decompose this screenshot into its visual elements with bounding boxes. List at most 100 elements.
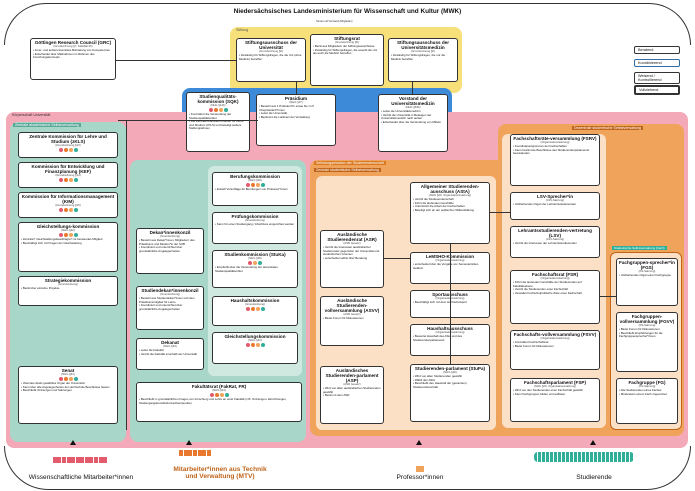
fsr-title: Fachschaftsrat (FSR) xyxy=(531,272,579,277)
strategie-item: Berät über einzelne Projekte xyxy=(21,286,115,290)
sqk-item: Kontrolliert die Verwendung der Studienq… xyxy=(189,113,247,120)
dekanat-item: Vertritt die Fakultät innerhalb der Univ… xyxy=(139,352,201,356)
fsr-box[interactable]: Fachschaftsrat (FSR) (Organisationssatzu… xyxy=(510,270,600,324)
asr-box[interactable]: Ausländische Studierendenrat (ASR) (ASR … xyxy=(320,230,384,288)
dekan-konzil-box[interactable]: Dekan*innenkonzil (Grundordnung) Besteht… xyxy=(136,228,204,274)
dekanat-box[interactable]: Dekanat (NHG §43) Leitet die FakultätVer… xyxy=(136,338,204,370)
kef-box[interactable]: Kommission für Entwicklung und Finanzpla… xyxy=(18,162,118,188)
mtv-icons xyxy=(166,448,224,456)
stupa-item: Beschließt den Haushalt der (gesamten) S… xyxy=(413,381,487,389)
asp-item: Berät mit dem ASR xyxy=(323,393,381,397)
haushalt-fak-box[interactable]: Haushaltskommission (Grundordnung) xyxy=(212,296,298,326)
connector-line xyxy=(450,244,451,364)
sport-sub: (Organisationssatzung) xyxy=(413,296,487,300)
lsv-sprecher-title: LSV-Sprecher*in xyxy=(537,194,573,199)
sa-med-item: Zuständig für Stiftungsfragen, die nur d… xyxy=(391,54,455,61)
asp-box[interactable]: Ausländisches Studierenden-parlament (AS… xyxy=(320,366,384,424)
senat-item: Kann über alle Angelegenheiten der Hochs… xyxy=(21,385,115,389)
lsv-box[interactable]: Lehramtsstudierenden-vertretung (LSV) (L… xyxy=(510,226,600,258)
gleichstellung-title: Gleichstellungs-kommission xyxy=(36,224,100,229)
strategie-title: Strategiekommission xyxy=(44,278,92,283)
fgvv-box[interactable]: Fachgruppen-vollversammlung (FGVV) (FS-S… xyxy=(616,312,678,372)
vorstand-box[interactable]: Vorstand der Universitätsmedizin (NHG §6… xyxy=(378,94,448,152)
fsrv-box[interactable]: Fachschaftsräte-versammlung (FSRV) (Orga… xyxy=(510,134,600,186)
lsv-sprecher-box[interactable]: LSV-Sprecher*in (LSV-Satzung) Vollziehen… xyxy=(510,192,600,220)
legend-vollziehend: Vollziehend xyxy=(634,85,680,95)
fgs-box[interactable]: Fachgruppen-sprecher*in (FGS) (FS-Satzun… xyxy=(616,258,678,306)
legend-koordinierend: Koordinierend xyxy=(634,59,680,67)
grc-item: Entscheidet über Maßnahmen im Rahmen des… xyxy=(33,52,113,60)
koerperschaft-label: Körperschaft Universität xyxy=(12,113,51,117)
asvv-title: Ausländische Studierenden-vollversammlun… xyxy=(324,298,380,314)
pruefung-sub: (Grundordnung) xyxy=(245,218,265,223)
stupa-box[interactable]: Studierenden-parlament (StuPa) (NHG §20)… xyxy=(410,364,490,422)
studiendekan-sub: (Grundordnung) xyxy=(160,292,180,297)
fakrat-sub: (NHG §44) xyxy=(212,388,226,393)
sport-item: Beschäftigt sich mit dem Hochschulsport xyxy=(413,300,487,304)
sa-uni-box[interactable]: Stiftungsausschuss der Universität (Grun… xyxy=(236,38,306,82)
fsvv-item: Kontrolliert Fachschaftsrat xyxy=(513,340,597,344)
kim-box[interactable]: Kommission für Informationsmanagement (K… xyxy=(18,192,118,218)
fsp-sub: (NHG §20, Organisationssatzung) xyxy=(533,384,577,389)
stupa-sub: (NHG §20) xyxy=(443,370,457,375)
asvv-sub: (ASR Gesetz) xyxy=(343,312,361,317)
ministry-title: Niedersächsisches Landesministerium für … xyxy=(233,8,462,15)
sa-uni-item: Zuständig für Stiftungsfragen, die die U… xyxy=(239,54,303,61)
fsp-item: Wird von den Studierenden einer Fachscha… xyxy=(513,388,597,392)
gleichst-fak-title: Gleichstellungskommission xyxy=(224,334,286,339)
fg-title: Fachgruppe (FG) xyxy=(628,380,666,385)
studiendekan-box[interactable]: Studiendekan*innenkonzil (Grundordnung) … xyxy=(136,286,204,330)
gleichst-fak-box[interactable]: Gleichstellungskommission (NHG §42) xyxy=(212,332,298,364)
praesidium-box[interactable]: Präsidium (NHG §37) Besteht aus 1 Präsid… xyxy=(256,94,336,146)
studika-sub: (NHG §45) xyxy=(248,256,262,261)
connector-line xyxy=(296,82,297,94)
asvv-box[interactable]: Ausländische Studierenden-vollversammlun… xyxy=(320,296,384,346)
gleichstellung-item: Zentrale*r Gleichstellungsbeauftragte*r … xyxy=(21,237,115,241)
fsvv-box[interactable]: Fachschafts-vollversammlung (FSVV) (Orga… xyxy=(510,330,600,370)
dekanat-sub: (NHG §43) xyxy=(163,344,177,349)
asta-box[interactable]: Allgemeiner Studierenden-ausschuss (AStA… xyxy=(410,182,490,244)
fakrat-title: Fakultätsrat (FakRat, FR) xyxy=(191,384,247,389)
praesidium-sub: (NHG §37) xyxy=(289,100,303,105)
stiftungsrat-item: Zuständig für Stiftungsfragen, die sowoh… xyxy=(313,48,381,56)
fsr-sub: (Organisationssatzung) xyxy=(540,276,570,281)
fakrat-box[interactable]: Fakultätsrat (FakRat, FR) (NHG §44) Besc… xyxy=(136,382,302,422)
gleichstellung-sub: (NHG §42) xyxy=(61,228,75,233)
fg-item: Mindestens einem Fach zugeordnet xyxy=(619,392,675,396)
sa-med-title: Stiftungsausschuss der Universitätsmediz… xyxy=(396,40,450,51)
footer-mtv: Mitarbeiter*innen aus Technik und Verwal… xyxy=(173,466,267,480)
wimi-icons xyxy=(34,455,126,463)
sqk-box[interactable]: Studienqualitäts-kommission (SQK) (NHG §… xyxy=(186,92,250,152)
fg-item: Alle Studierenden eines Faches xyxy=(619,388,675,392)
asta-sub: (NHG §20, Organisationssatzung) xyxy=(428,193,472,198)
grc-box[interactable]: Göttingen Research Council (GRC) (Grundo… xyxy=(30,38,116,80)
fsrv-item: Kann bestimmte Beschlüsse des Studierend… xyxy=(513,148,597,156)
stupa-item: Wählt den AStA xyxy=(413,378,487,382)
asvv-item: Bietet Forum für Diskussionen xyxy=(323,316,381,320)
decentral-label: Dezentrale studentische Selbstverwaltung xyxy=(572,126,643,130)
praesidium-title: Präsidium xyxy=(284,96,308,101)
sa-uni-title: Stiftungsausschuss der Universität xyxy=(244,40,298,51)
berufung-member-dots xyxy=(215,183,295,188)
prof-icons xyxy=(410,459,430,477)
fakrat-item: Beschließt in grundsätzlichen Fragen von… xyxy=(139,398,299,405)
senat-sub: (NHG §41) xyxy=(61,372,75,377)
zkls-box[interactable]: Zentrale Kommission für Lehre und Studiu… xyxy=(18,132,118,158)
berufung-title: Berufungskommission xyxy=(230,174,280,179)
berufung-box[interactable]: Berufungskommission (NHG §26) Erstellt V… xyxy=(212,172,298,206)
studika-item: Empfiehlt über die Verwendung der dezent… xyxy=(215,266,295,273)
fsp-box[interactable]: Fachschaftsparlament (FSP) (NHG §20, Org… xyxy=(510,378,600,422)
gleichstellung-box[interactable]: Gleichstellungs-kommission (NHG §42) Zen… xyxy=(18,222,118,272)
asta-item: Unterstützt die Arbeit der Fachschaften xyxy=(413,204,487,208)
pruefung-box[interactable]: Prüfungskommission (Grundordnung) Kann f… xyxy=(212,212,298,244)
footer-studierende: Studierende xyxy=(576,474,612,481)
stiftungsrat-box[interactable]: Stiftungsrat (Grundordnung §5) Berät aus… xyxy=(310,34,384,86)
studika-box[interactable]: Studienkommission (StuKa) (NHG §45) Empf… xyxy=(212,250,298,288)
strategie-box[interactable]: Strategiekommission (Grundordnung) Berät… xyxy=(18,276,118,306)
sa-med-box[interactable]: Stiftungsausschuss der Universitätsmediz… xyxy=(388,38,458,82)
asr-title: Ausländische Studierendenrat (ASR) xyxy=(327,232,377,243)
senat-box[interactable]: Senat (NHG §41) Oberstes direkt gewählte… xyxy=(18,366,118,424)
lsv-sprecher-item: Vollziehendes Organ der Lehramtsstudiere… xyxy=(513,202,597,206)
fg-box[interactable]: Fachgruppe (FG) (FS-Satzung) Alle Studie… xyxy=(616,378,678,424)
up-arrow-icon xyxy=(186,440,192,445)
